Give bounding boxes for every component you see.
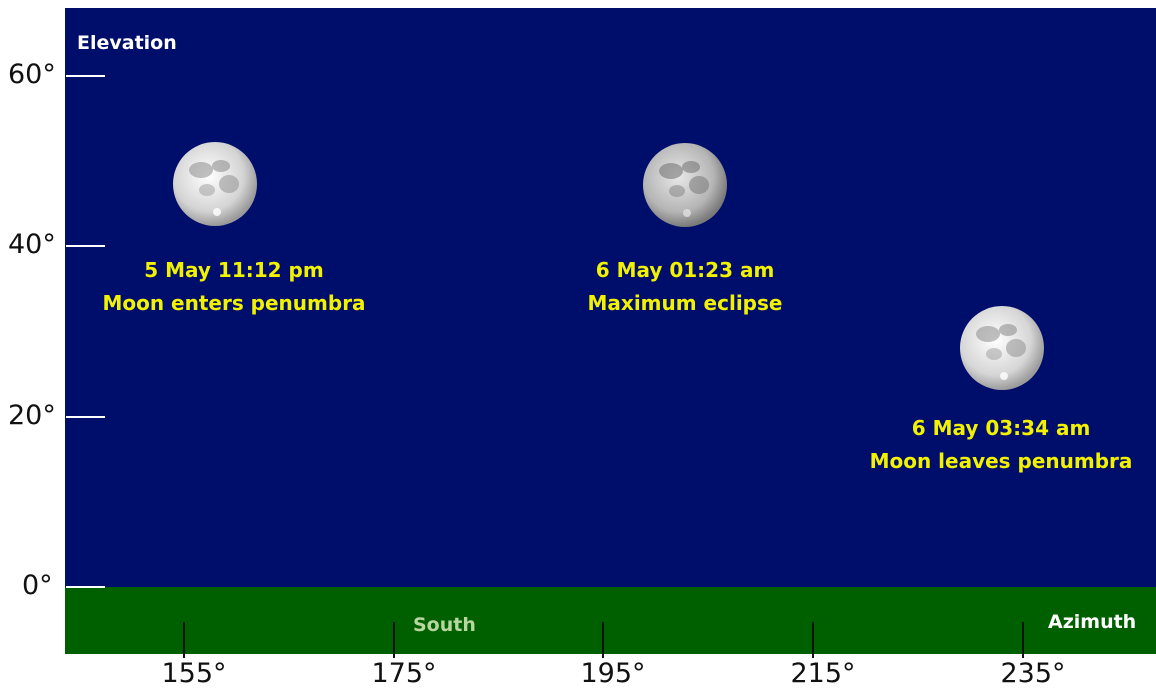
moon-enters-penumbra-icon: [173, 142, 257, 226]
horizon-ground: [65, 587, 1156, 654]
night-sky: [65, 8, 1156, 587]
x-tick-195: [602, 622, 604, 658]
moon-enters-penumbra-time: 5 May 11:12 pm: [144, 258, 324, 282]
moon-leaves-penumbra-time: 6 May 03:34 am: [911, 416, 1091, 440]
x-tick-175: [393, 622, 395, 658]
y-tick-label-40: 40°: [8, 229, 56, 260]
azimuth-axis-title: Azimuth: [1048, 611, 1137, 633]
elevation-axis-title: Elevation: [77, 32, 177, 54]
x-tick-label-175: 175°: [371, 658, 437, 689]
x-tick-label-235: 235°: [1000, 658, 1066, 689]
moon-maximum-eclipse-icon: [643, 143, 727, 227]
moon-enters-penumbra-caption: 5 May 11:12 pm Moon enters penumbra: [84, 254, 384, 320]
y-tick-40: [66, 245, 105, 247]
moon-leaves-penumbra-caption: 6 May 03:34 am Moon leaves penumbra: [851, 412, 1151, 478]
x-tick-155: [183, 622, 185, 658]
moon-leaves-penumbra-icon: [960, 306, 1044, 390]
y-tick-label-0: 0°: [22, 570, 53, 601]
x-tick-label-155: 155°: [161, 658, 227, 689]
south-direction-label: South: [413, 614, 476, 636]
y-tick-label-60: 60°: [8, 59, 56, 90]
x-tick-235: [1022, 622, 1024, 658]
x-tick-215: [812, 622, 814, 658]
maximum-eclipse-event: Maximum eclipse: [587, 291, 783, 315]
maximum-eclipse-time: 6 May 01:23 am: [595, 258, 775, 282]
maximum-eclipse-caption: 6 May 01:23 am Maximum eclipse: [535, 254, 835, 320]
moon-leaves-penumbra-event: Moon leaves penumbra: [869, 449, 1133, 473]
x-tick-label-195: 195°: [580, 658, 646, 689]
x-tick-label-215: 215°: [790, 658, 856, 689]
moon-enters-penumbra-event: Moon enters penumbra: [102, 291, 366, 315]
y-tick-20: [66, 416, 105, 418]
y-tick-label-20: 20°: [8, 400, 56, 431]
y-tick-60: [66, 75, 105, 77]
y-tick-0: [66, 586, 105, 588]
